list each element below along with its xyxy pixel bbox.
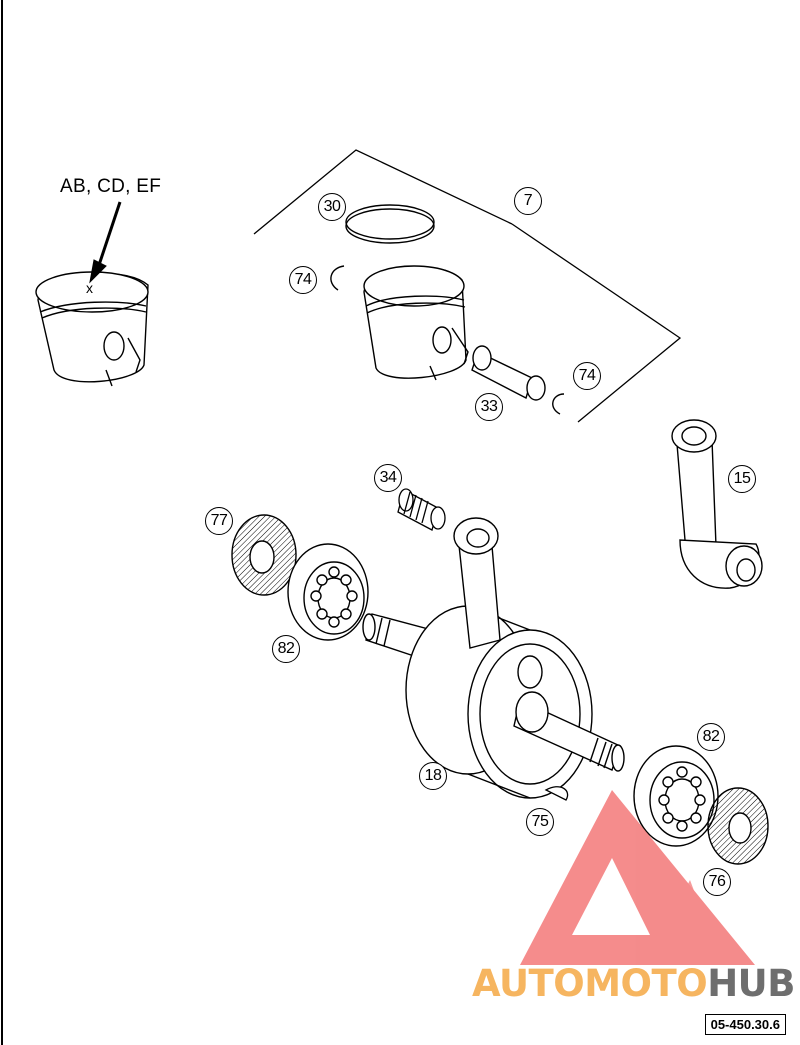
callout-82-left: 82 [272,635,300,663]
callout-76: 76 [703,868,731,896]
size-mark-arrow [89,201,122,284]
ball-bearing-left [287,543,369,641]
connecting-rod [671,419,763,589]
woodruff-key [544,786,569,801]
callout-18: 18 [419,762,447,790]
size-code-label: AB, CD, EF [60,176,162,197]
piston-size-marking [35,271,149,387]
watermark-text: AUTOMOTOHUB [472,962,795,1005]
piston-ring [345,204,435,244]
size-mark: x [86,280,93,296]
watermark-logo-icon [520,790,755,965]
circlip-right [552,393,565,415]
callout-82-right: 82 [697,723,725,751]
watermark-text-auto: AUTO [472,962,585,1005]
callout-74-right: 74 [573,362,601,390]
callout-75: 75 [526,808,554,836]
callout-33: 33 [475,393,503,421]
callout-74-left: 74 [289,266,317,294]
crankshaft [362,517,625,799]
piston [363,265,469,381]
watermark-text-moto: MOTO [584,962,708,1005]
callout-30: 30 [318,193,346,221]
piston-pin [471,345,546,401]
ball-bearing-right [633,745,719,847]
callout-15: 15 [728,465,756,493]
piston-kit-bracket [253,149,682,423]
watermark-text-hub: HUB [707,962,795,1005]
callout-7: 7 [514,187,542,215]
callout-77: 77 [205,507,233,535]
shaft-seal-right [707,787,769,865]
shaft-seal-left [231,514,297,596]
callout-34: 34 [374,464,402,492]
reference-code: 05-450.30.6 [704,1014,786,1035]
needle-bearing [397,488,446,531]
circlip-left [330,265,345,291]
